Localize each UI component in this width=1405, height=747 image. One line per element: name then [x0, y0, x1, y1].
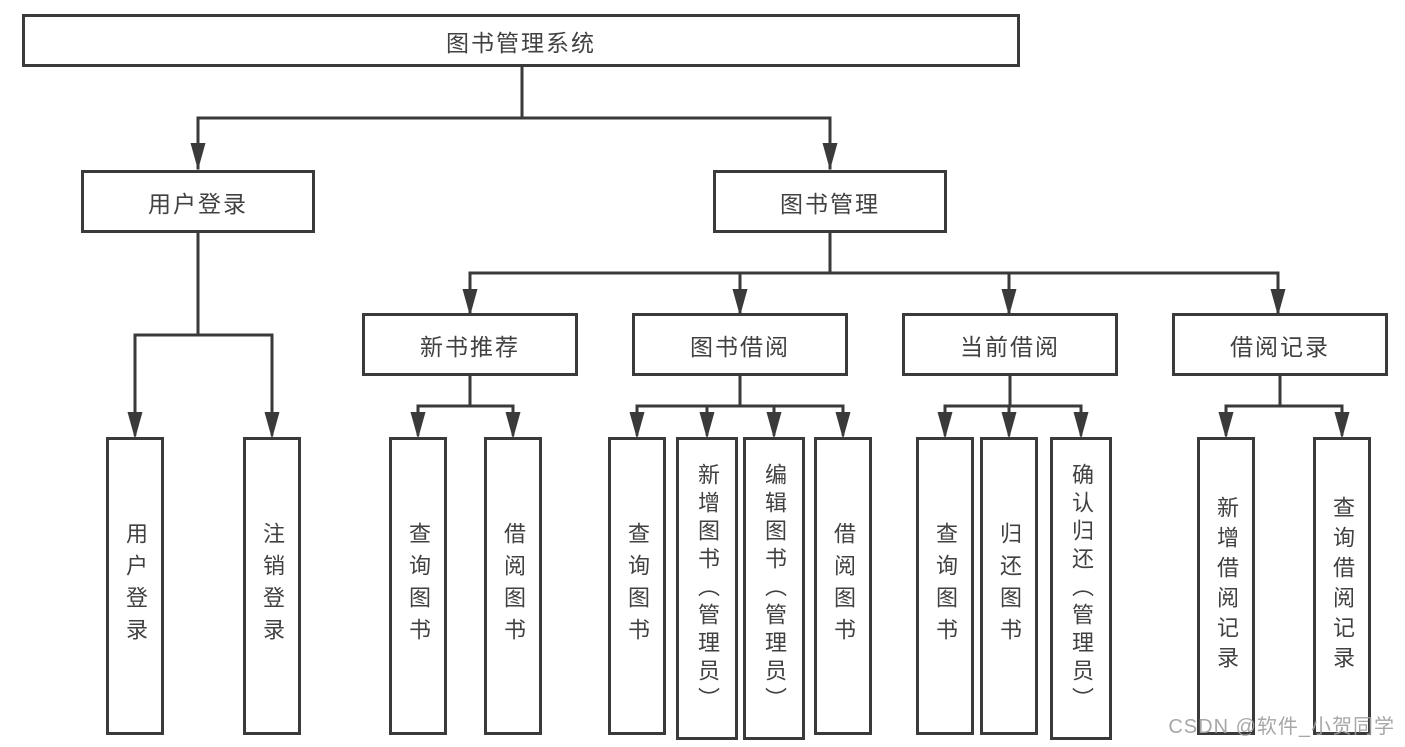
leaf-bb-borrow-books-label: 借阅图书: [831, 522, 856, 650]
leaf-logout: 注销登录: [243, 437, 301, 735]
leaf-nb-borrow-books-label: 借阅图书: [501, 522, 526, 650]
leaf-nb-query-books-label: 查询图书: [406, 522, 431, 650]
node-book-management: 图书管理: [713, 170, 947, 233]
node-book-management-label: 图书管理: [780, 190, 880, 217]
leaf-user-login: 用户登录: [106, 437, 164, 735]
leaf-bb-add-books-admin-label: 新增图书（管理员）: [695, 462, 720, 715]
leaf-bb-query-books: 查询图书: [608, 437, 666, 735]
leaf-nb-query-books: 查询图书: [389, 437, 447, 735]
node-current-borrow-label: 当前借阅: [960, 333, 1060, 360]
leaf-bh-add-record: 新增借阅记录: [1197, 437, 1255, 735]
leaf-cb-confirm-return-admin-label: 确认归还（管理员）: [1069, 462, 1094, 715]
node-root-system: 图书管理系统: [22, 14, 1020, 67]
node-new-book-recommend-label: 新书推荐: [420, 333, 520, 360]
node-borrow-history: 借阅记录: [1172, 313, 1388, 376]
leaf-nb-borrow-books: 借阅图书: [484, 437, 542, 735]
node-current-borrow: 当前借阅: [902, 313, 1118, 376]
leaf-cb-return-books-label: 归还图书: [997, 522, 1022, 650]
leaf-user-login-label: 用户登录: [123, 522, 148, 650]
node-borrow-history-label: 借阅记录: [1230, 333, 1330, 360]
leaf-cb-query-books-label: 查询图书: [933, 522, 958, 650]
leaf-bb-add-books-admin: 新增图书（管理员）: [676, 437, 738, 740]
leaf-bh-add-record-label: 新增借阅记录: [1214, 496, 1239, 676]
leaf-cb-confirm-return-admin: 确认归还（管理员）: [1050, 437, 1112, 740]
leaf-bb-borrow-books: 借阅图书: [814, 437, 872, 735]
leaf-bh-query-record-label: 查询借阅记录: [1330, 496, 1355, 676]
csdn-watermark: CSDN @软件_小贺同学: [1168, 716, 1395, 738]
node-user-login: 用户登录: [81, 170, 315, 233]
node-book-borrow: 图书借阅: [632, 313, 848, 376]
leaf-cb-return-books: 归还图书: [980, 437, 1038, 735]
leaf-logout-label: 注销登录: [260, 522, 285, 650]
node-root-system-label: 图书管理系统: [446, 29, 596, 56]
leaf-bh-query-record: 查询借阅记录: [1313, 437, 1371, 735]
leaf-bb-query-books-label: 查询图书: [625, 522, 650, 650]
leaf-bb-edit-books-admin: 编辑图书（管理员）: [743, 437, 805, 740]
node-user-login-label: 用户登录: [148, 190, 248, 217]
leaf-bb-edit-books-admin-label: 编辑图书（管理员）: [762, 462, 787, 715]
node-book-borrow-label: 图书借阅: [690, 333, 790, 360]
leaf-cb-query-books: 查询图书: [916, 437, 974, 735]
node-new-book-recommend: 新书推荐: [362, 313, 578, 376]
